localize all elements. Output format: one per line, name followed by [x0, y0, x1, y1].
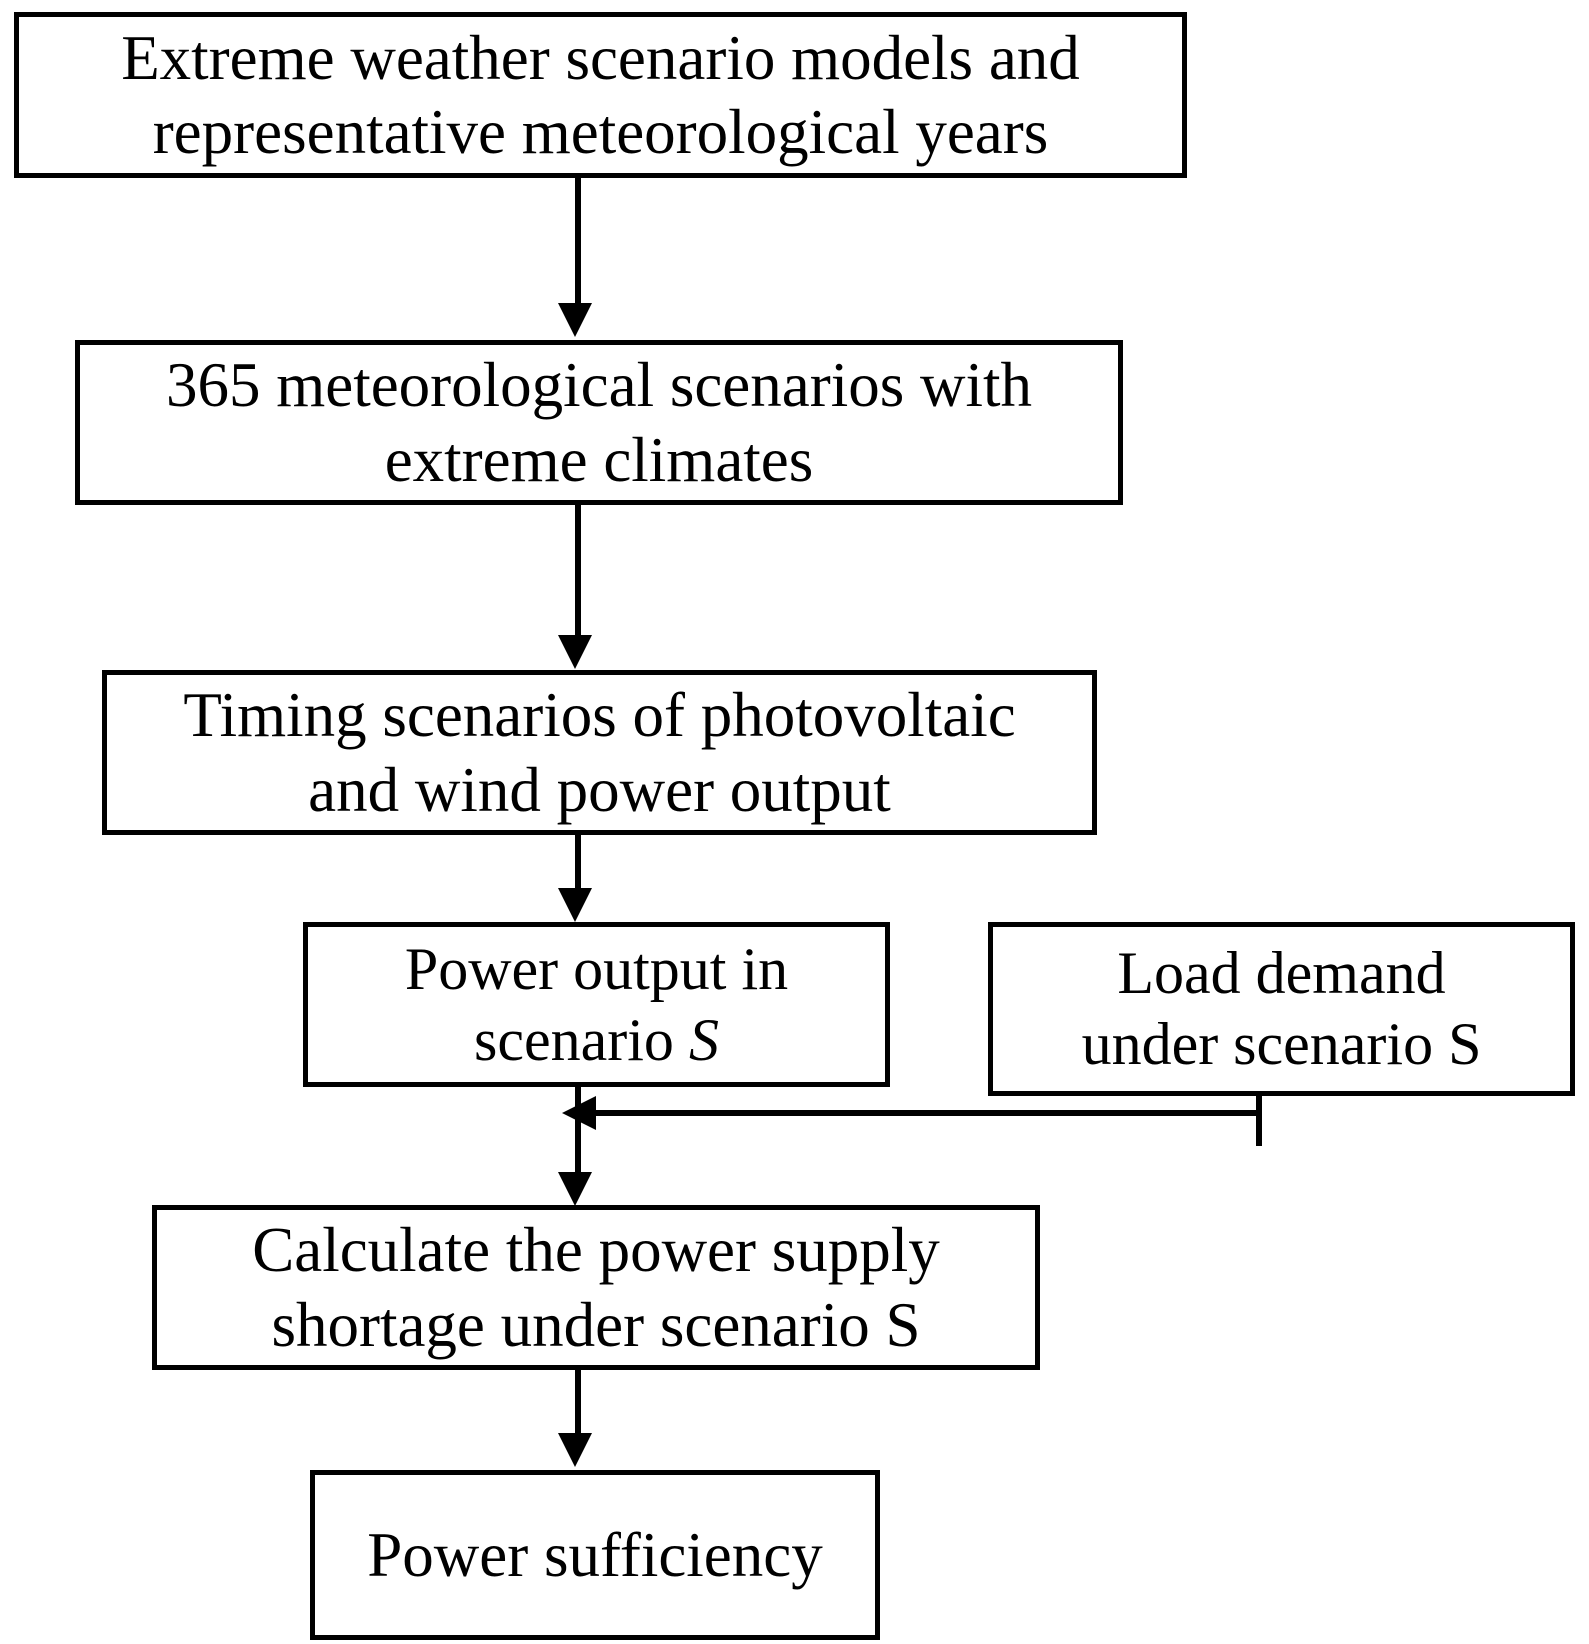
edge-1-line	[575, 178, 581, 308]
edge-6-line	[575, 1370, 581, 1440]
node-timing-scenarios[interactable]: Timing scenarios of photovoltaic and win…	[102, 670, 1097, 835]
node-extreme-weather-models[interactable]: Extreme weather scenario models and repr…	[14, 12, 1187, 178]
node-label: Calculate the power supply shortage unde…	[252, 1215, 940, 1360]
node-calculate-power-shortage[interactable]: Calculate the power supply shortage unde…	[152, 1205, 1040, 1370]
edge-4-arrowhead-down	[558, 1172, 592, 1206]
node-power-sufficiency[interactable]: Power sufficiency	[310, 1470, 880, 1640]
edge-5-vertical-segment	[1256, 1096, 1262, 1146]
node-meteorological-scenarios[interactable]: 365 meteorological scenarios with extrem…	[75, 340, 1123, 505]
node-label: Timing scenarios of photovoltaic and win…	[183, 680, 1016, 825]
node-label: Power sufficiency	[367, 1519, 823, 1590]
edge-2-arrowhead-down	[558, 635, 592, 669]
node-load-demand-scenario-s[interactable]: Load demand under scenario S	[988, 922, 1575, 1096]
node-label: Load demand under scenario S	[1081, 940, 1482, 1077]
edge-5-horizontal-segment	[592, 1110, 1262, 1116]
edge-5-arrowhead-left	[562, 1096, 596, 1130]
node-label-line2-prefix: scenario	[474, 1006, 689, 1073]
node-label: Extreme weather scenario models and repr…	[121, 22, 1080, 167]
edge-4-line	[575, 1087, 581, 1182]
edge-2-line	[575, 505, 581, 645]
node-label: 365 meteorological scenarios with extrem…	[165, 350, 1032, 495]
edge-3-line	[575, 835, 581, 895]
edge-3-arrowhead-down	[558, 888, 592, 922]
node-label-line2-italic-s: S	[688, 1006, 719, 1073]
edge-1-arrowhead-down	[558, 303, 592, 337]
node-label-line1: Power output in	[404, 935, 789, 1002]
edge-6-arrowhead-down	[558, 1433, 592, 1467]
